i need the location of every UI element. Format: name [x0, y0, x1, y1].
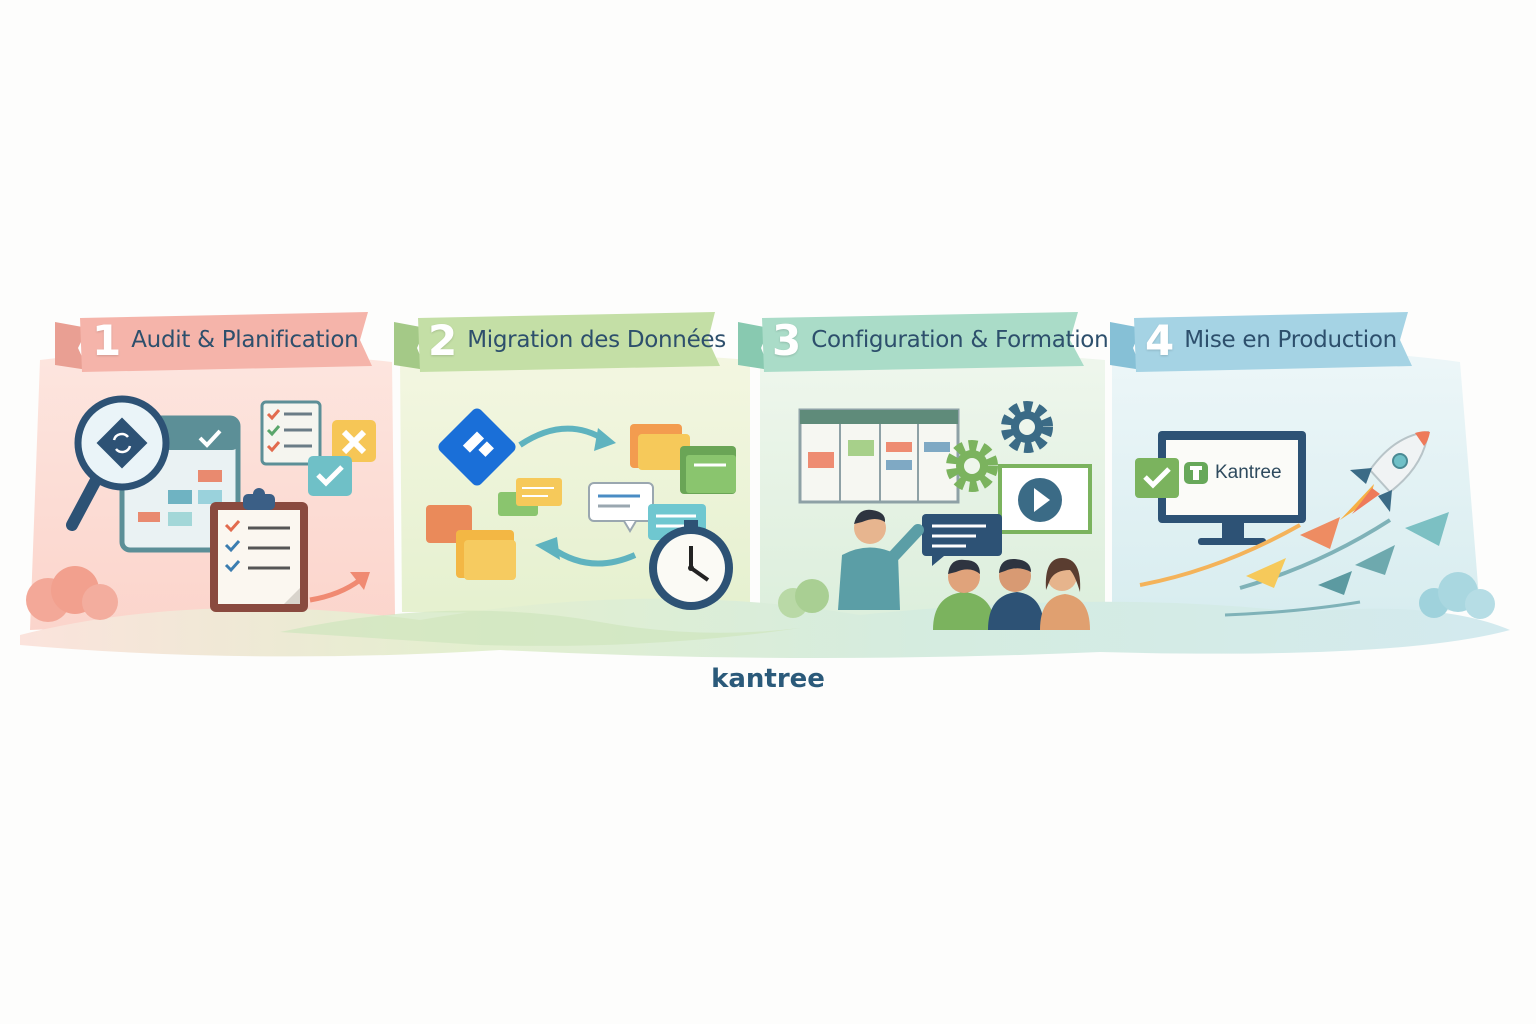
checklist-icon	[260, 400, 322, 466]
monitor-label: Kantree	[1215, 462, 1282, 483]
step-3-number: 3	[772, 315, 802, 365]
people-icon	[933, 558, 1090, 630]
chat-bubble-icon	[498, 478, 706, 540]
puzzle-icon	[332, 420, 376, 462]
check-icon	[308, 456, 352, 496]
trello-logo-icon	[438, 408, 516, 486]
step-1-illustration	[26, 395, 376, 622]
step-2-banner: 2 Migration des Données	[428, 315, 726, 365]
gear-icon	[946, 401, 1053, 492]
kanban-board-icon	[798, 408, 960, 504]
sync-arrow-icon	[518, 425, 637, 567]
step-3-illustration	[778, 401, 1092, 630]
step-1-title: Audit & Planification	[131, 327, 359, 353]
speech-bubble-icon	[922, 514, 1002, 566]
arrow-icon	[309, 572, 370, 603]
folder-icon	[426, 424, 736, 580]
step-2-title: Migration des Données	[467, 327, 726, 353]
clock-icon	[649, 520, 733, 610]
step-1-banner: 1 Audit & Planification	[92, 315, 359, 365]
check-icon	[1135, 458, 1179, 498]
rocket-icon	[1340, 430, 1430, 520]
step-2-illustration	[426, 408, 736, 610]
step-4-banner: 4 Mise en Production	[1145, 315, 1397, 365]
video-play-icon	[998, 464, 1092, 534]
growth-arrows-icon	[1139, 512, 1449, 617]
step-3-banner: 3 Configuration & Formation	[772, 315, 1109, 365]
ribbon-2	[394, 312, 720, 372]
step-4-title: Mise en Production	[1184, 327, 1397, 353]
step-3-title: Configuration & Formation	[811, 327, 1109, 353]
ground-swoosh	[20, 598, 1510, 659]
bush-decoration	[26, 566, 118, 622]
step-4-illustration	[1135, 430, 1495, 619]
ribbon-1	[55, 312, 372, 372]
footer-brand-logo: kantree	[711, 664, 825, 694]
step-1-number: 1	[92, 315, 122, 365]
bush-decoration	[778, 579, 829, 618]
presenter-icon	[838, 509, 924, 610]
magnifying-glass-icon	[66, 395, 170, 531]
ribbon-4	[1110, 312, 1412, 372]
step-4-number: 4	[1145, 315, 1175, 365]
bush-decoration	[1419, 572, 1495, 619]
kantree-logo-icon	[1184, 462, 1208, 484]
clipboard-icon	[210, 488, 308, 612]
step-2-number: 2	[428, 315, 458, 365]
ribbon-3	[738, 312, 1084, 372]
